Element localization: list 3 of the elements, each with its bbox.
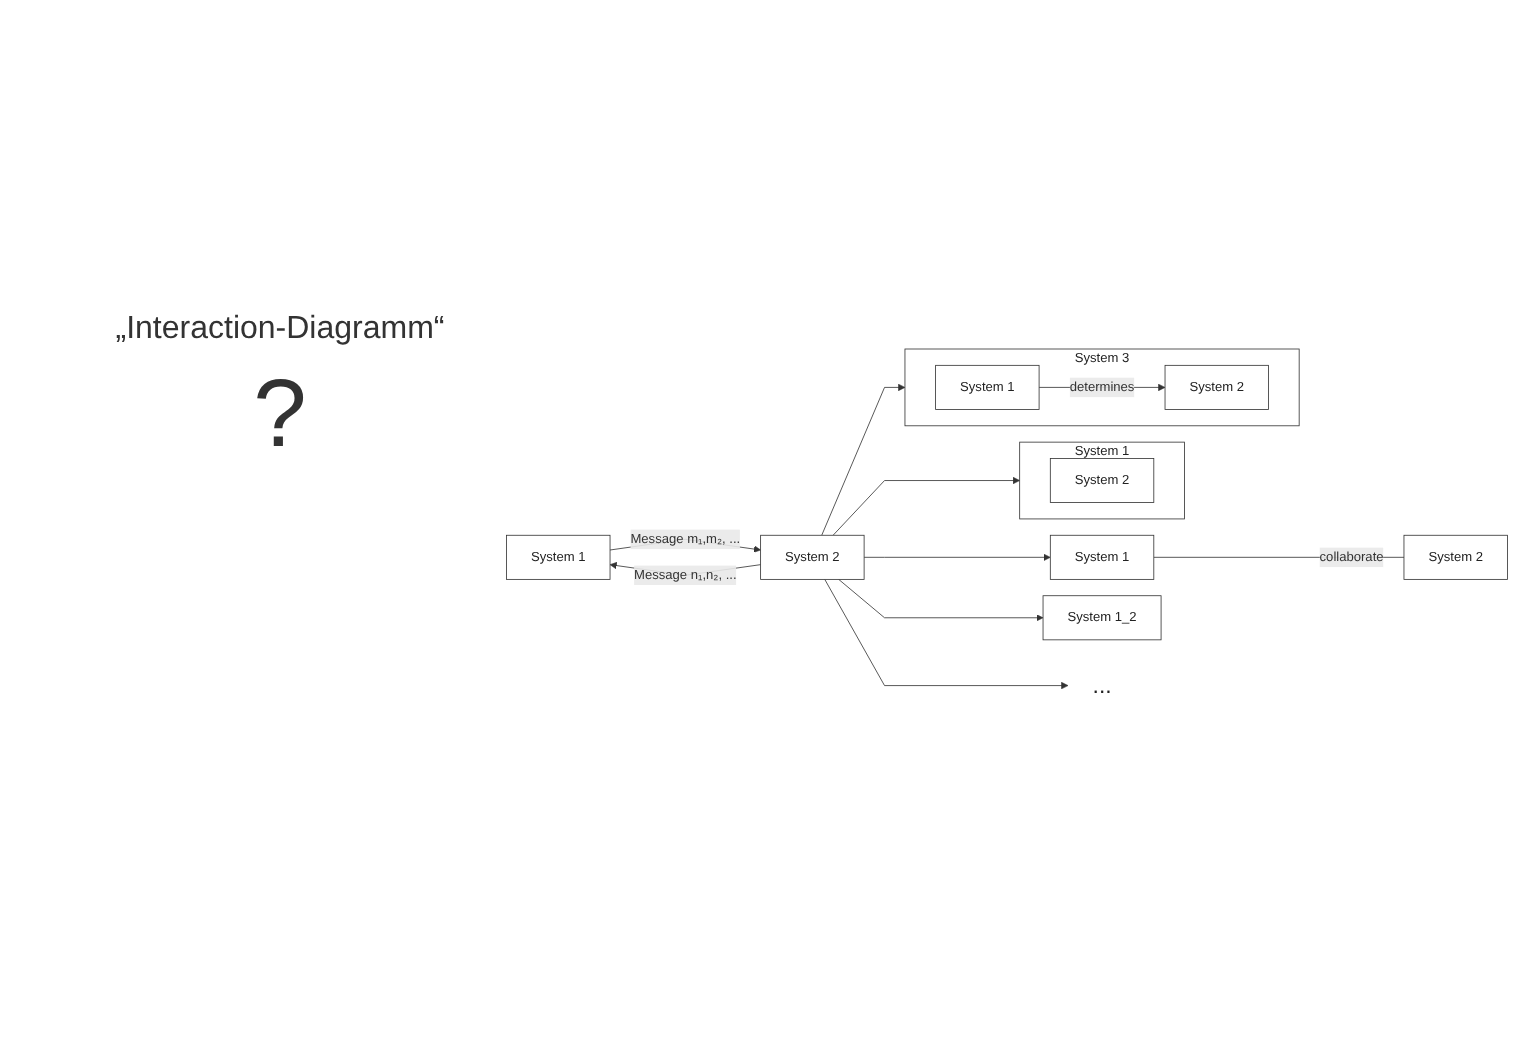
question-mark: ? [251,360,309,470]
diagram-heading: „Interaction-Diagramm“ [113,312,447,348]
node-text: ... [1092,672,1112,698]
